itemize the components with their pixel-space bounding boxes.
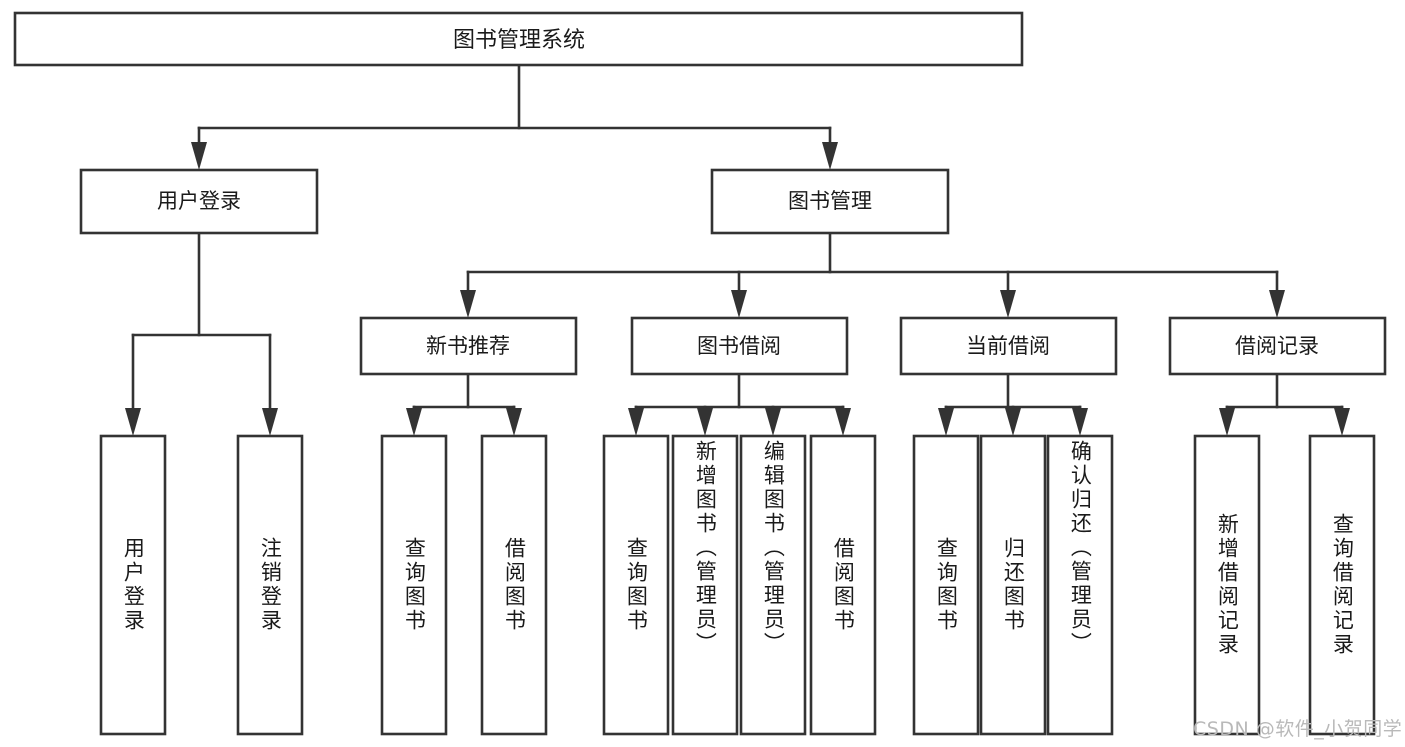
arrow-leaf-borrow-book-2 <box>835 408 851 436</box>
node-current-borrow[interactable]: 当前借阅 <box>899 316 1118 376</box>
node-leaf-add-book-box[interactable] <box>671 434 739 736</box>
node-book-borrow[interactable]: 图书借阅 <box>630 316 849 376</box>
node-root[interactable]: 图书管理系统 <box>13 11 1024 67</box>
arrow-to-current-borrow <box>1000 290 1016 318</box>
arrow-to-book-manage <box>822 142 838 170</box>
node-new-book-recommend[interactable]: 新书推荐 <box>359 316 578 376</box>
node-user-login[interactable]: 用户登录 <box>79 168 319 235</box>
node-leaf-query-book-2-box[interactable] <box>602 434 670 736</box>
node-borrow-record-box[interactable] <box>1168 316 1387 376</box>
node-layer: 图书管理系统 用户登录 图书管理 新书推荐 图书借阅 当前 <box>13 11 1387 736</box>
node-leaf-edit-book-box[interactable] <box>739 434 807 736</box>
arrow-leaf-query-book-3 <box>938 408 954 436</box>
node-leaf-logout-login-box[interactable] <box>236 434 304 736</box>
arrow-leaf-user-login <box>125 408 141 436</box>
arrow-leaf-logout-login <box>262 408 278 436</box>
node-book-borrow-box[interactable] <box>630 316 849 376</box>
arrow-leaf-query-book-2 <box>628 408 644 436</box>
arrow-leaf-query-record <box>1334 408 1350 436</box>
node-leaf-query-record-box[interactable] <box>1308 434 1376 736</box>
arrow-leaf-add-book <box>697 408 713 436</box>
node-root-box[interactable] <box>13 11 1024 67</box>
node-root-label: 图书管理系统 <box>453 28 585 53</box>
node-leaf-query-book-1-box[interactable] <box>380 434 448 736</box>
node-leaf-confirm-return-box[interactable] <box>1046 434 1114 736</box>
arrow-to-book-borrow <box>731 290 747 318</box>
node-current-borrow-box[interactable] <box>899 316 1118 376</box>
node-borrow-record-label: 借阅记录 <box>1235 334 1319 358</box>
arrow-to-user-login <box>191 142 207 170</box>
node-user-login-label: 用户登录 <box>157 189 241 213</box>
node-book-manage[interactable]: 图书管理 <box>710 168 950 235</box>
node-leaf-borrow-book-1-box[interactable] <box>480 434 548 736</box>
node-leaf-return-book-box[interactable] <box>979 434 1047 736</box>
csdn-watermark: CSDN @软件_小贺同学 <box>1193 718 1403 740</box>
node-current-borrow-label: 当前借阅 <box>966 334 1050 358</box>
node-leaf-borrow-book-2-box[interactable] <box>809 434 877 736</box>
node-leaf-user-login-box[interactable] <box>99 434 167 736</box>
node-new-book-recommend-box[interactable] <box>359 316 578 376</box>
node-leaf-add-record-box[interactable] <box>1193 434 1261 736</box>
arrow-leaf-borrow-book-1 <box>506 408 522 436</box>
arrow-leaf-edit-book <box>765 408 781 436</box>
arrow-to-new-book-recommend <box>460 290 476 318</box>
node-book-manage-box[interactable] <box>710 168 950 235</box>
arrow-to-borrow-record <box>1269 290 1285 318</box>
edge-layer <box>125 63 1350 436</box>
arrow-leaf-query-book-1 <box>406 408 422 436</box>
node-book-borrow-label: 图书借阅 <box>697 334 781 358</box>
node-borrow-record[interactable]: 借阅记录 <box>1168 316 1387 376</box>
node-user-login-box[interactable] <box>79 168 319 235</box>
node-new-book-recommend-label: 新书推荐 <box>426 334 510 358</box>
node-book-manage-label: 图书管理 <box>788 189 872 213</box>
arrow-leaf-add-record <box>1219 408 1235 436</box>
node-leaf-query-book-3-box[interactable] <box>912 434 980 736</box>
arrow-leaf-confirm-return <box>1072 408 1088 436</box>
arrow-leaf-return-book <box>1005 408 1021 436</box>
